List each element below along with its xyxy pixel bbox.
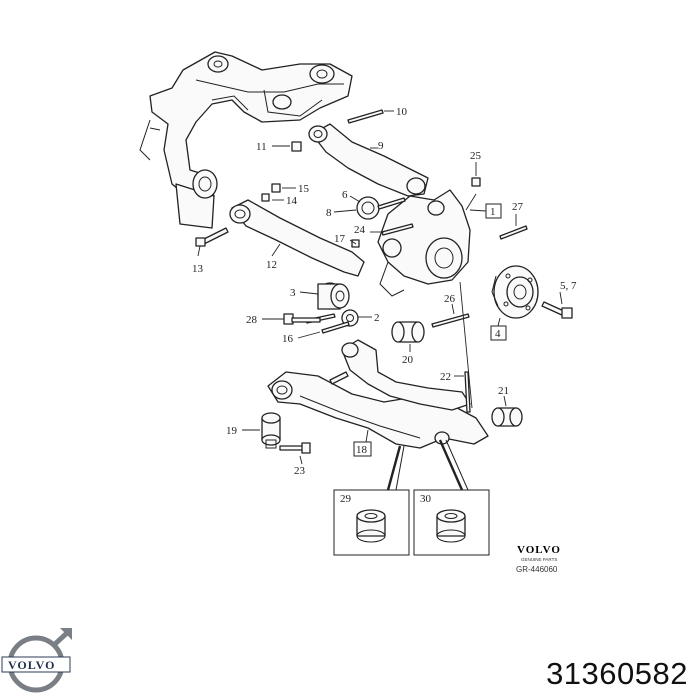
toe-link [229, 199, 365, 277]
callout-10: 10 [384, 106, 408, 118]
callout-27: 27 [512, 201, 524, 226]
bushing-21 [491, 407, 523, 427]
callout-1: 1 [469, 203, 502, 219]
callout-18: 18 [353, 429, 372, 457]
svg-text:10: 10 [396, 106, 408, 118]
svg-text:3: 3 [290, 287, 296, 299]
svg-text:13: 13 [192, 263, 204, 275]
svg-text:15: 15 [298, 183, 310, 195]
wheel-hub [491, 265, 539, 319]
callout-28: 28 [246, 314, 284, 326]
callout-17: 17 [334, 233, 357, 245]
callout-12: 12 [266, 243, 281, 271]
svg-text:26: 26 [444, 293, 456, 305]
callout-15: 15 [282, 183, 310, 195]
bushing-19 [261, 412, 281, 449]
leader-25 [465, 193, 477, 211]
callout-4: 4 [490, 317, 507, 341]
callout-22: 22 [440, 371, 464, 383]
svg-text:19: 19 [226, 425, 238, 437]
svg-text:29: 29 [340, 493, 352, 505]
bushing-29 [356, 509, 386, 543]
seal-6 [356, 196, 380, 220]
callout-16: 16 [282, 331, 321, 345]
bushing-20 [391, 321, 425, 343]
callout-25: 25 [470, 150, 482, 176]
callout-19: 19 [226, 425, 260, 437]
drawing-stamp: VOLVO GENUINE PARTS GR-446060 [516, 544, 561, 574]
svg-text:17: 17 [334, 233, 346, 245]
svg-text:27: 27 [512, 201, 524, 213]
svg-text:4: 4 [495, 328, 501, 340]
svg-text:21: 21 [498, 385, 509, 397]
callout-26: 26 [444, 293, 456, 315]
callout-14: 14 [272, 195, 298, 207]
callout-3: 3 [290, 287, 319, 299]
svg-text:GENUINE PARTS: GENUINE PARTS [521, 557, 557, 562]
svg-text:30: 30 [420, 493, 432, 505]
detail-box-29: 29 [333, 445, 410, 556]
callout-2: 2 [358, 312, 380, 324]
detail-box-30: 30 [413, 439, 490, 556]
wheel-knuckle [377, 189, 471, 297]
svg-text:18: 18 [356, 444, 368, 456]
svg-text:14: 14 [286, 195, 298, 207]
callout-23: 23 [294, 455, 306, 477]
callout-6: 6 [342, 189, 361, 203]
bushing-30 [436, 509, 466, 543]
callout-20: 20 [402, 344, 414, 366]
svg-text:22: 22 [440, 371, 451, 383]
leader-knuckle-to-lower [459, 281, 473, 409]
callout-5-7: 5, 7 [559, 280, 577, 305]
lower-control-arm [267, 339, 489, 449]
svg-text:24: 24 [354, 224, 366, 236]
svg-text:9: 9 [378, 140, 384, 152]
callout-9: 9 [370, 140, 384, 152]
volvo-logo: VOLVO [1, 628, 72, 693]
svg-text:VOLVO: VOLVO [517, 544, 561, 556]
svg-text:GR-446060: GR-446060 [516, 565, 558, 574]
callout-24: 24 [354, 224, 384, 236]
svg-text:2: 2 [374, 312, 380, 324]
svg-text:VOLVO: VOLVO [8, 658, 55, 672]
svg-text:11: 11 [256, 141, 267, 153]
callout-8: 8 [326, 207, 357, 219]
svg-text:20: 20 [402, 354, 414, 366]
svg-text:28: 28 [246, 314, 258, 326]
svg-text:5, 7: 5, 7 [560, 280, 577, 292]
subframe [139, 51, 353, 229]
svg-text:8: 8 [326, 207, 332, 219]
svg-text:23: 23 [294, 465, 306, 477]
callout-11: 11 [256, 141, 290, 153]
bushing-3 [317, 282, 350, 310]
svg-text:25: 25 [470, 150, 482, 162]
svg-text:12: 12 [266, 259, 277, 271]
upper-control-arm [308, 123, 429, 197]
part-number: 31360582 [546, 656, 688, 691]
svg-text:6: 6 [342, 189, 348, 201]
svg-text:1: 1 [490, 206, 496, 218]
callout-21: 21 [498, 385, 509, 407]
svg-text:16: 16 [282, 333, 294, 345]
bolts [195, 109, 573, 454]
callout-13: 13 [192, 245, 204, 275]
